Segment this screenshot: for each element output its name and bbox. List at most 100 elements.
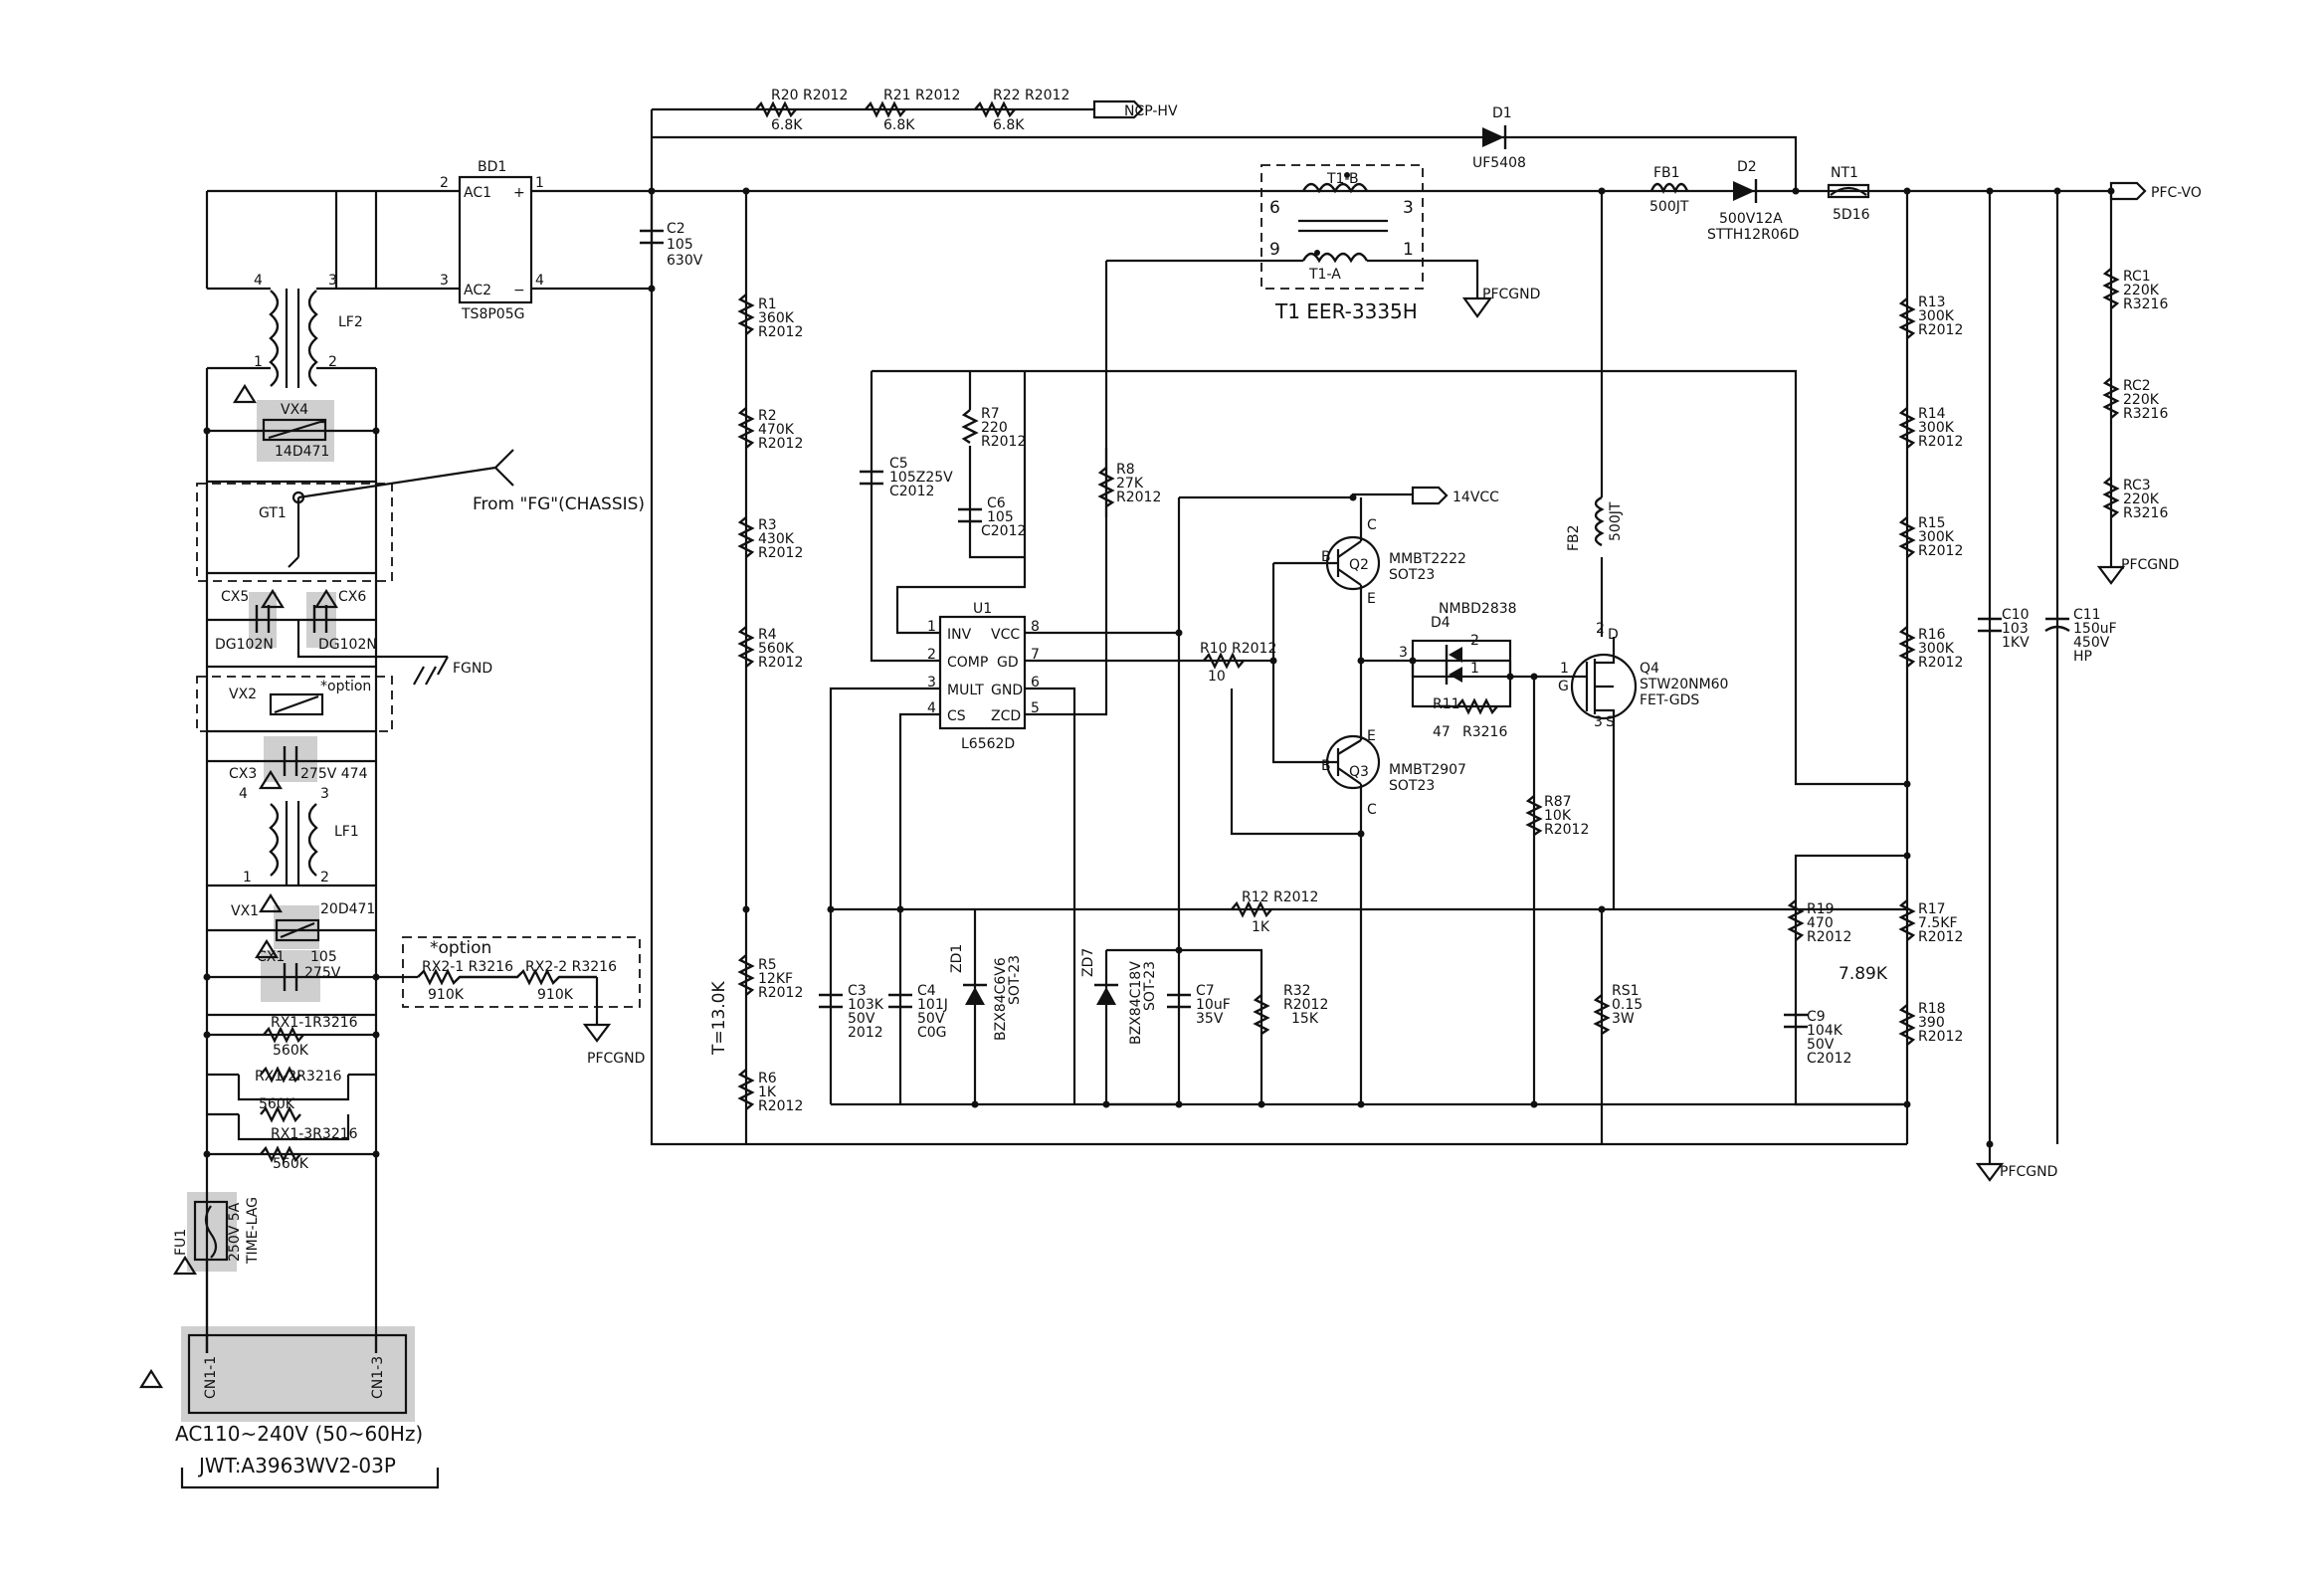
board-id-label: JWT:A3963WV2-03P: [197, 1454, 396, 1478]
pfcgnd-rc: PFCGND: [2121, 557, 2179, 573]
opt2-note: *option: [430, 938, 491, 958]
bd1-pin-ac1: AC1: [464, 185, 491, 201]
vx4-varistor: [262, 418, 327, 442]
r16-pkg: R2012: [1918, 655, 1963, 671]
zd7-ref: ZD7: [1080, 948, 1096, 977]
d4-pin2: 2: [1470, 633, 1479, 649]
r3-ref: R3: [758, 517, 777, 533]
bd1-ref: BD1: [478, 159, 506, 175]
cx1-v2: 275V: [304, 965, 341, 981]
lf1-choke: [269, 801, 318, 886]
rc1-ref: RC1: [2123, 269, 2151, 285]
rc1-val: 220K: [2123, 283, 2160, 298]
cn1-connector: [187, 1333, 408, 1415]
rc3-ref: RC3: [2123, 478, 2151, 493]
gate-driver: [1230, 497, 1562, 1104]
fgnd-label: FGND: [453, 661, 492, 677]
r15-ref: R15: [1918, 515, 1946, 531]
bd1-num-1: 1: [535, 175, 544, 191]
q4-g: G: [1558, 679, 1569, 694]
rs1-val: 0.15: [1612, 997, 1643, 1013]
nt1-val: 5D16: [1833, 207, 1870, 223]
chassis-note: From "FG"(CHASSIS): [473, 494, 645, 514]
r17-pkg: R2012: [1918, 929, 1963, 945]
r2-pkg: R2012: [758, 436, 803, 452]
q4-s: S: [1606, 714, 1615, 730]
rx2-option-box: [402, 936, 641, 1008]
q4-p1: 1: [1560, 661, 1569, 677]
q4-mosfet: [1570, 653, 1638, 720]
c4-v1: 101J: [917, 997, 948, 1013]
u1-ref: U1: [973, 601, 992, 617]
rx21-val: 910K: [428, 987, 465, 1003]
bridge-section: [458, 99, 2147, 1146]
c5-v2: C2012: [889, 484, 934, 499]
rx11-ref: RX1-1R3216: [271, 1015, 358, 1031]
r6-ref: R6: [758, 1071, 777, 1086]
cx1-v1: 105: [310, 949, 337, 965]
u1-n7: 7: [1031, 647, 1040, 663]
c7-v2: 35V: [1196, 1011, 1224, 1027]
gt1-ref: GT1: [259, 505, 287, 521]
vx2-varistor: [269, 692, 324, 716]
rx12-ref: RX1-2R3216: [255, 1069, 342, 1084]
q2-b: B: [1321, 549, 1331, 565]
r5-val: 12KF: [758, 971, 793, 987]
r22-ref: R22 R2012: [993, 88, 1069, 103]
rx21-ref: RX2-1 R3216: [422, 959, 513, 975]
c10-v1: 103: [2002, 621, 2029, 637]
gt1-gas-tube: [288, 449, 514, 568]
cn1-pin1: CN1-1: [203, 1356, 219, 1399]
lf1-ref: LF1: [334, 824, 359, 840]
r13-pkg: R2012: [1918, 322, 1963, 338]
lf1-pin-4: 4: [239, 786, 248, 802]
c6-v2: C2012: [981, 523, 1026, 539]
rc3-val: 220K: [2123, 492, 2160, 507]
t1-label: T1 EER-3335H: [1274, 299, 1418, 323]
q4-d: D: [1608, 627, 1619, 643]
q4-p3: 3: [1594, 714, 1603, 730]
r19-pkg: R2012: [1807, 929, 1851, 945]
r17-val: 7.5KF: [1918, 915, 1958, 931]
pfc-vo-label: PFC-VO: [2151, 185, 2202, 201]
r6-val: 1K: [758, 1084, 777, 1100]
t1-pin-9: 9: [1269, 240, 1280, 260]
q2-e: E: [1367, 591, 1376, 607]
r12-ref: R12 R2012: [1242, 889, 1318, 905]
d2-ref: D2: [1737, 159, 1757, 175]
t1a-label: T1-A: [1308, 267, 1341, 283]
r21-val: 6.8K: [883, 117, 915, 133]
r16-ref: R16: [1918, 627, 1946, 643]
d4-ref: D4: [1431, 615, 1451, 631]
bd1-num-2: 2: [440, 175, 449, 191]
bd1-pin-plus: +: [513, 185, 525, 201]
q2-ref: Q2: [1349, 557, 1369, 573]
r87-pkg: R2012: [1544, 822, 1589, 838]
voltage-divider-left: [737, 191, 755, 1144]
r20-val: 6.8K: [771, 117, 803, 133]
vx1-ref: VX1: [231, 903, 259, 919]
u1-gnd: GND: [991, 683, 1023, 698]
rc2-val: 220K: [2123, 392, 2160, 408]
r6-pkg: R2012: [758, 1098, 803, 1114]
c10-ref: C10: [2002, 607, 2030, 623]
cx1-ref: CX1: [257, 949, 285, 965]
rc2-pkg: R3216: [2123, 406, 2168, 422]
cx3-val: 275V 474: [300, 766, 368, 782]
r32-pkg: R2012: [1283, 997, 1328, 1013]
r21-ref: R21 R2012: [883, 88, 960, 103]
lf2-choke: [207, 287, 376, 388]
input-filter-section: [139, 189, 641, 1489]
r10-ref: R10 R2012: [1200, 641, 1276, 657]
cx5-ref: CX5: [221, 589, 249, 605]
c6-v1: 105: [987, 509, 1014, 525]
fu1-val: 250V 5A: [227, 1202, 243, 1262]
q2-c: C: [1367, 517, 1377, 533]
d1-part: UF5408: [1472, 155, 1526, 171]
fu1-fuse: [193, 1200, 229, 1262]
rs1-pw: 3W: [1612, 1011, 1635, 1027]
bd1-pin-minus: −: [513, 283, 525, 298]
c11-ref: C11: [2073, 607, 2101, 623]
gt1-option-box: [196, 483, 393, 582]
r4-ref: R4: [758, 627, 777, 643]
